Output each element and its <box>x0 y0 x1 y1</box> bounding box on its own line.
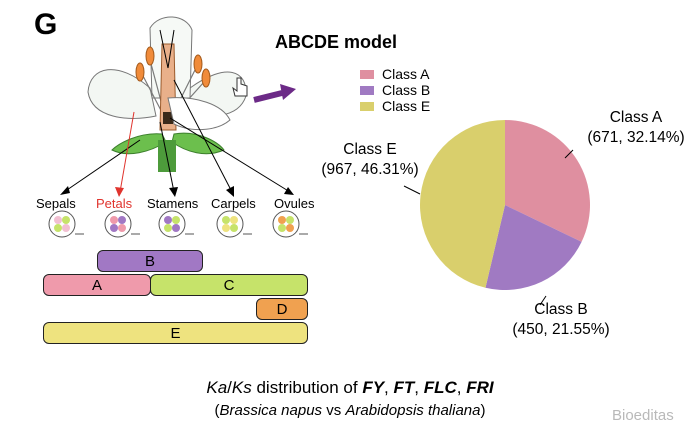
whorl-bar-d: D <box>256 298 308 320</box>
petal-diagram-icon <box>104 210 140 238</box>
caption-line2-part: ) <box>480 402 486 419</box>
slice-label-value: (671, 32.14%) <box>587 129 685 146</box>
whorl-bar-b: B <box>97 250 203 272</box>
sepal-right <box>171 132 225 155</box>
caption-line1-part: FY <box>362 378 385 397</box>
legend-swatch <box>360 85 374 95</box>
caption-line2-part: Arabidopsis thaliana <box>345 402 481 419</box>
slice-label-name: Class A <box>609 109 663 126</box>
caption-line2-part: vs <box>322 402 346 419</box>
legend-label: Class A <box>382 66 430 82</box>
ovule-diagram-icon <box>272 210 308 238</box>
pie-slice-class-b <box>485 205 582 290</box>
anther <box>193 54 203 74</box>
caption-line1-part: FRI <box>466 378 494 397</box>
organ-arrows <box>60 79 294 197</box>
caption-line1-part: / <box>227 378 232 397</box>
slice-label-value: (967, 46.31%) <box>321 161 419 178</box>
caption-line2-part: Brassica napus <box>219 402 323 419</box>
organ-label-stamens: Stamens <box>147 196 199 211</box>
caption-line1-part: distribution of <box>251 378 363 397</box>
flower-illustration <box>87 16 247 172</box>
caption-line1-part: FLC <box>423 378 457 397</box>
slice-label-value: (450, 21.55%) <box>512 321 610 338</box>
whorl-bar-c: C <box>150 274 308 296</box>
legend-label: Class B <box>382 82 431 98</box>
pie-leader-line <box>539 295 547 306</box>
model-title: ABCDE model <box>275 32 398 52</box>
caption-line1-part: , <box>414 378 424 397</box>
pie-leader-line <box>403 185 421 195</box>
anther <box>145 46 155 66</box>
caption-line1-part: , <box>384 378 394 397</box>
pie-leader-line <box>564 149 574 159</box>
ovule-box <box>163 112 173 124</box>
caption-line1-part: FT <box>393 378 415 397</box>
legend-item-class-e: Class E <box>360 98 430 114</box>
legend-swatch <box>360 101 374 111</box>
anther <box>201 68 211 88</box>
legend-swatch <box>360 69 374 79</box>
legend-label: Class E <box>382 98 431 114</box>
hand-cursor-icon <box>232 77 248 97</box>
carpel-diagram-icon <box>216 210 252 238</box>
whorl-bar-e: E <box>43 322 308 344</box>
caption-line1-part: Ks <box>231 378 252 397</box>
caption-line1-part: , <box>456 378 467 397</box>
caption-line2-part: ( <box>214 402 220 419</box>
anther <box>135 62 145 82</box>
petal-left <box>87 69 157 119</box>
organ-label-carpels: Carpels <box>211 196 256 211</box>
caption-line1-part: Ka <box>206 378 228 397</box>
stamen-diagram-icon <box>158 210 194 238</box>
arrow-to-pie <box>253 84 296 103</box>
slice-label-class-b: Class B (450, 21.55%) <box>496 300 626 340</box>
sepal-left <box>111 133 167 155</box>
legend-item-class-b: Class B <box>360 82 430 98</box>
pie-slice-class-a <box>505 120 590 242</box>
organ-label-petals: Petals <box>96 196 133 211</box>
organ-label-ovules: Ovules <box>274 196 315 211</box>
slice-label-class-e: Class E (967, 46.31%) <box>300 140 440 180</box>
slice-label-class-a: Class A (671, 32.14%) <box>568 108 700 148</box>
watermark: Bioeditas <box>612 407 674 424</box>
pie-slice-class-e <box>420 120 505 288</box>
organ-label-sepals: Sepals <box>36 196 76 211</box>
caption-line1: Ka/Ks distribution of FY, FT, FLC, FRI <box>0 378 700 398</box>
legend-item-class-a: Class A <box>360 66 429 82</box>
slice-label-name: Class B <box>534 301 588 318</box>
floral-diagram-icons <box>48 210 308 238</box>
caption-line2: (Brassica napus vs Arabidopsis thaliana) <box>0 402 700 419</box>
sepal-diagram-icon <box>48 210 84 238</box>
panel-letter: G <box>34 8 58 41</box>
slice-label-name: Class E <box>343 141 397 158</box>
